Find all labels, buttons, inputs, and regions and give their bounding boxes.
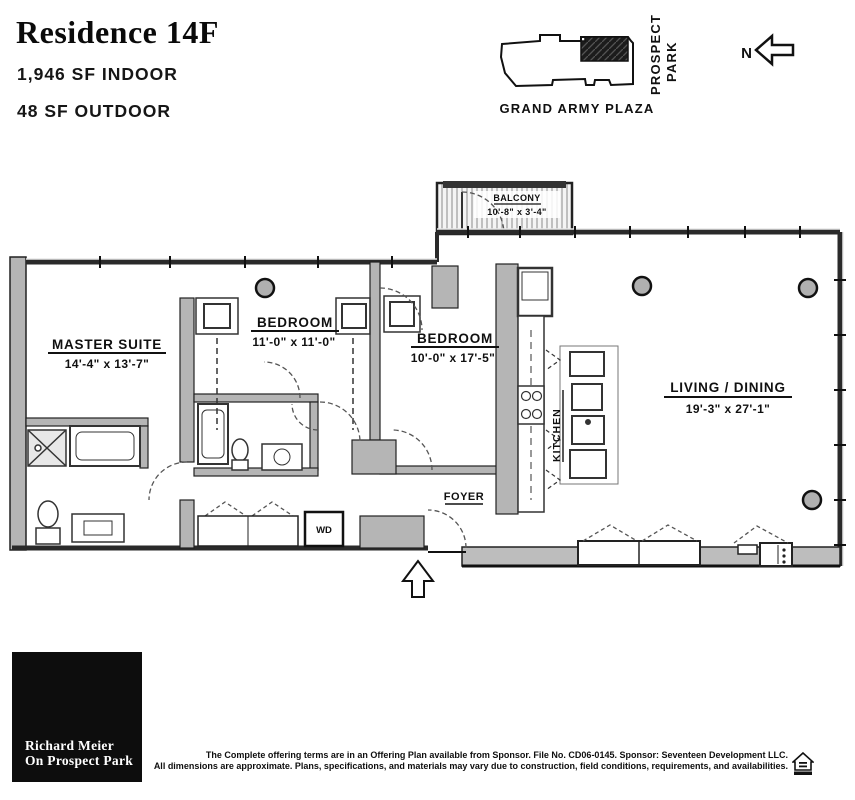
disclaimer-line2: All dimensions are approximate. Plans, s… bbox=[153, 761, 788, 771]
bathroom-2 bbox=[197, 403, 303, 471]
bedroom1-dims: 11'-0" x 11'-0" bbox=[252, 335, 335, 349]
balcony-label: BALCONY bbox=[493, 193, 540, 203]
kitchen-wall bbox=[495, 263, 519, 515]
balcony-railing bbox=[443, 181, 566, 188]
page-title: Residence 14F bbox=[16, 14, 219, 50]
closets bbox=[195, 295, 421, 430]
living-dining-label: LIVING / DINING bbox=[670, 380, 786, 395]
park-label-word1: PROSPECT bbox=[648, 14, 663, 95]
disclaimer-line1: The Complete offering terms are in an Of… bbox=[205, 750, 788, 760]
room-labels: MASTER SUITE 14'-4" x 13'-7" BEDROOM 11'… bbox=[48, 315, 792, 536]
wd-label: WD bbox=[316, 525, 332, 536]
toilet-2 bbox=[231, 438, 249, 462]
north-label: N bbox=[741, 45, 752, 62]
park-label-word2: PARK bbox=[664, 41, 679, 82]
living-dining-dims: 19'-3" x 27'-1" bbox=[686, 402, 770, 416]
outdoor-area-label: 48 SF OUTDOOR bbox=[17, 101, 171, 121]
logo-line1: Richard Meier bbox=[25, 738, 114, 753]
balcony: BALCONY 10'-8" x 3'-4" bbox=[435, 181, 574, 236]
equal-housing-icon bbox=[792, 752, 814, 775]
interior-walls bbox=[25, 261, 519, 549]
balcony-door-swing bbox=[461, 191, 505, 235]
kitchen-fixtures bbox=[516, 266, 619, 513]
master-suite-label: MASTER SUITE bbox=[52, 337, 162, 352]
kitchen-label: KITCHEN bbox=[551, 408, 563, 462]
apartment-plan: BALCONY 10'-8" x 3'-4" bbox=[9, 181, 846, 598]
master-bath bbox=[27, 425, 141, 545]
washer-dryer bbox=[303, 510, 345, 548]
north-arrow-icon bbox=[754, 33, 795, 67]
indoor-area-label: 1,946 SF INDOOR bbox=[17, 64, 178, 84]
corridor-fixtures bbox=[197, 510, 345, 548]
shower-enclosure bbox=[351, 439, 397, 475]
site-key-map: GRAND ARMY PLAZA PROSPECT PARK bbox=[500, 14, 679, 116]
window-swings bbox=[204, 501, 789, 544]
balcony-dims: 10'-8" x 3'-4" bbox=[487, 207, 546, 217]
street-label: GRAND ARMY PLAZA bbox=[500, 101, 655, 116]
exterior-walls bbox=[9, 228, 844, 566]
north-arrow: N bbox=[741, 33, 795, 67]
round-columns bbox=[254, 275, 823, 511]
door-swings bbox=[148, 287, 467, 549]
foyer-label: FOYER bbox=[444, 491, 484, 503]
pier bbox=[431, 265, 459, 309]
bedroom1-label: BEDROOM bbox=[257, 315, 333, 330]
window-mullions bbox=[99, 226, 846, 546]
hvac-unit bbox=[759, 542, 793, 567]
toilet bbox=[37, 500, 59, 528]
window-sill-band bbox=[461, 540, 841, 568]
logo-line2: On Prospect Park bbox=[25, 753, 134, 768]
logo-text: Richard Meier On Prospect Park bbox=[25, 738, 133, 768]
richard-meier-logo: Richard Meier On Prospect Park bbox=[12, 652, 142, 782]
unit-location-marker bbox=[580, 36, 629, 62]
master-suite-dims: 14'-4" x 13'-7" bbox=[65, 357, 149, 371]
entry-arrow-icon bbox=[401, 559, 435, 598]
disclaimer: The Complete offering terms are in an Of… bbox=[60, 750, 788, 772]
bedroom2-label: BEDROOM bbox=[417, 331, 493, 346]
range bbox=[517, 385, 545, 425]
bedroom2-dims: 10'-0" x 17'-5" bbox=[411, 351, 495, 365]
